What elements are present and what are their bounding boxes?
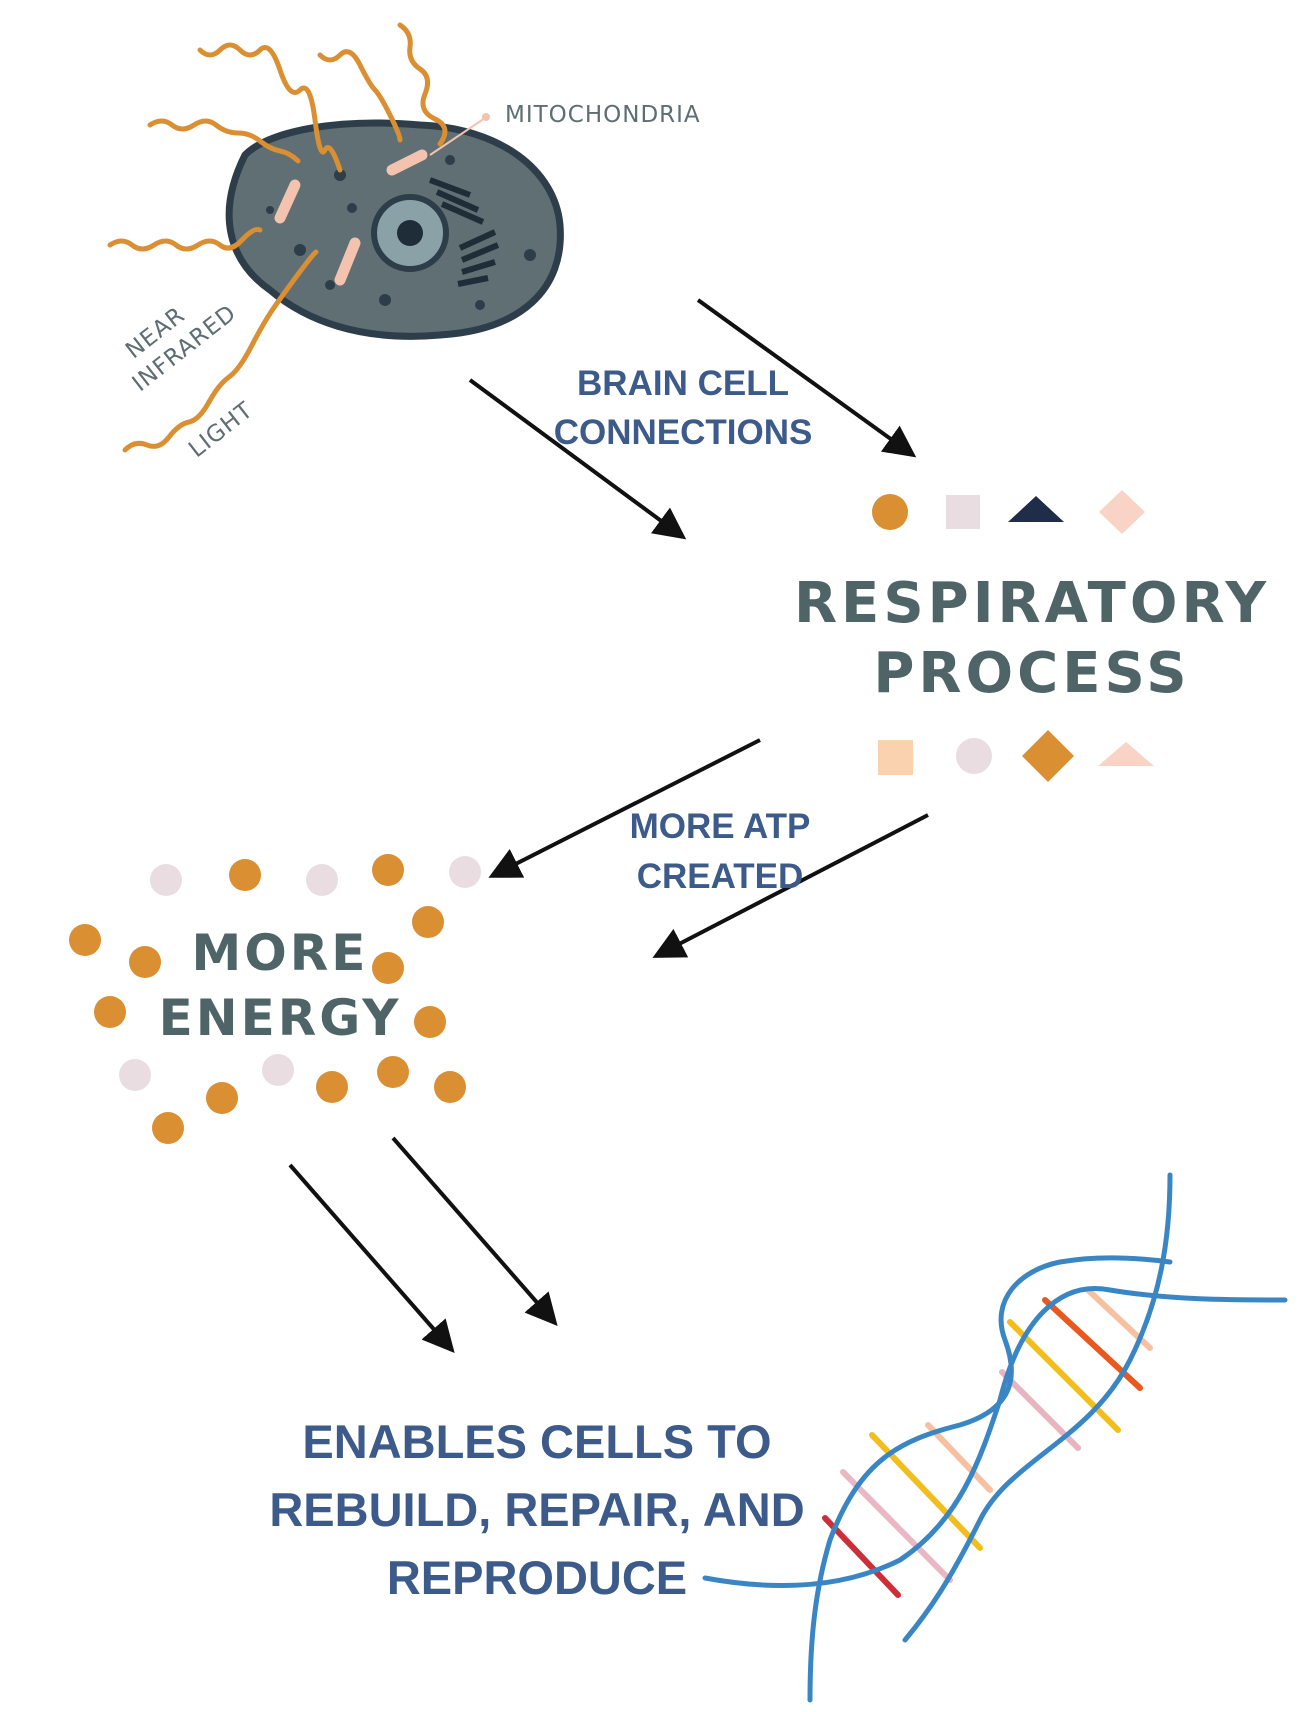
arrow-icon: [652, 813, 929, 958]
nucleus-icon: [371, 194, 449, 272]
brain-label-line1: BRAIN CELL: [577, 364, 789, 403]
respiratory-title-line2: PROCESS: [873, 641, 1190, 706]
cell-icon: [225, 113, 564, 340]
energy-dots: [69, 854, 481, 1144]
respiratory-title-line1: RESPIRATORY: [794, 571, 1270, 636]
arrow-icon: [288, 1163, 455, 1354]
light-wave-icon: [107, 22, 448, 453]
arrow-icon: [468, 378, 687, 540]
respiratory-top-shapes: [872, 490, 1145, 534]
brain-label-line2: CONNECTIONS: [554, 413, 813, 452]
energy-title-line1: MORE: [192, 924, 369, 982]
final-text-line2: REBUILD, REPAIR, AND: [269, 1483, 804, 1536]
arrow-icon: [391, 1136, 558, 1327]
atp-label-line2: CREATED: [637, 857, 804, 896]
arrows: [288, 298, 929, 1354]
respiratory-bottom-shapes: [878, 730, 1154, 782]
dna-helix-icon: [702, 1172, 1288, 1703]
arrow-icon: [696, 298, 917, 458]
atp-label-line1: MORE ATP: [630, 807, 811, 846]
final-text-line3: REPRODUCE: [387, 1551, 687, 1604]
energy-title-line2: ENERGY: [159, 989, 402, 1047]
mitochondria-label: MITOCHONDRIA: [505, 102, 701, 128]
arrow-icon: [488, 738, 761, 878]
light-label-light: LIGHT: [184, 397, 258, 463]
mitochondria-icon: [274, 149, 428, 286]
final-text-line1: ENABLES CELLS TO: [302, 1415, 771, 1468]
